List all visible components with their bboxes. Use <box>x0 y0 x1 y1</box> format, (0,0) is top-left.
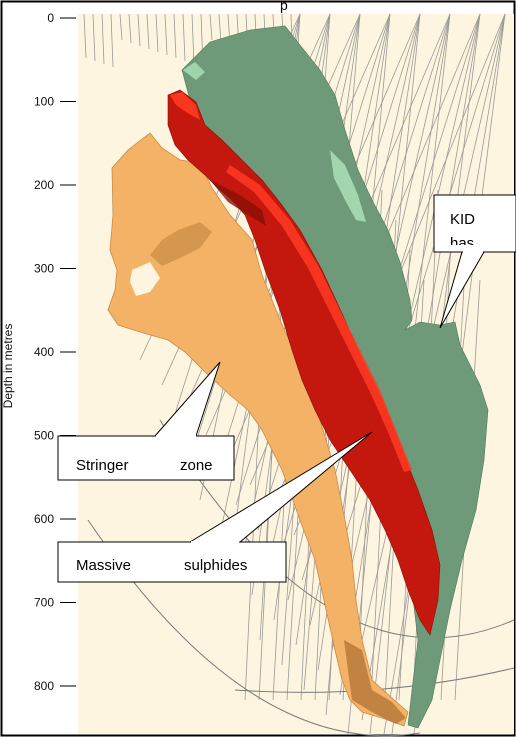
callout-kid-label-1: KID <box>450 211 475 228</box>
header-partial-text: p <box>280 0 288 13</box>
depth-tick-label: 700 <box>34 596 54 610</box>
callout-stringer-label-2: zone <box>180 457 213 474</box>
depth-tick-label: 400 <box>34 345 54 359</box>
callout-stringer-label-1: Stringer <box>76 457 129 474</box>
depth-tick-label: 800 <box>34 679 54 693</box>
depth-tick-label: 200 <box>34 178 54 192</box>
depth-tick-label: 500 <box>34 429 54 443</box>
depth-tick-label: 600 <box>34 512 54 526</box>
depth-tick-label: 0 <box>47 11 54 25</box>
axis-title: Depth in metres <box>1 324 15 409</box>
callout-massive-label-1: Massive <box>76 557 131 574</box>
depth-tick-label: 100 <box>34 95 54 109</box>
callout-massive-label-2: sulphides <box>184 557 247 574</box>
depth-tick-label: 300 <box>34 262 54 276</box>
